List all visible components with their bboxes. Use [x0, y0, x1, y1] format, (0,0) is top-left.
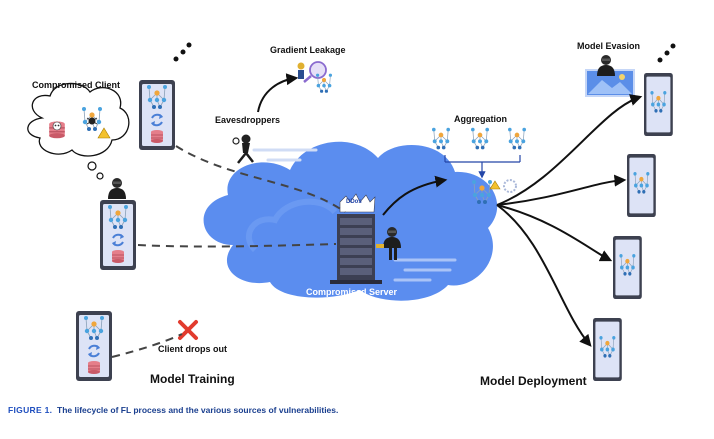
thought-cloud [27, 82, 130, 180]
solid-arrows [257, 73, 643, 347]
neural-net-icon-agg-2 [470, 127, 490, 150]
gradient-leakage-label: Gradient Leakage [270, 45, 346, 55]
phone-icon-deploy-3 [613, 236, 642, 299]
eavesdroppers-label: Eavesdroppers [215, 115, 281, 125]
aggregation-bracket [444, 155, 521, 179]
neural-net-icon-agg-1 [431, 127, 451, 150]
phone-icon-deploy-1 [644, 73, 673, 136]
x-mark-icon [178, 320, 198, 340]
model-training-label: Model Training [150, 372, 235, 386]
compromised-server-label: Compromised Server [306, 287, 398, 297]
figure-caption-text: The lifecycle of FL process and the vari… [57, 405, 339, 415]
aggregation-label: Aggregation [454, 114, 507, 124]
neural-net-icon-agg-3 [507, 127, 527, 150]
ellipsis-dots-right [657, 43, 676, 63]
hacker-icon-eavesdropper [232, 134, 254, 164]
figure-number: FIGURE 1. [8, 405, 53, 415]
phone-icon-deploy-4 [593, 318, 622, 381]
phone-icon-compromised-client [139, 80, 175, 150]
phone-icon-client-bottom [76, 311, 112, 381]
server-icon [330, 214, 382, 284]
ddos-burst-icon [339, 193, 376, 213]
magnifier-icon [303, 61, 327, 83]
server-hacker-icon [376, 227, 401, 260]
model-deployment-label: Model Deployment [480, 374, 587, 388]
client-drops-out-label: Client drops out [158, 344, 227, 354]
model-evasion-label: Model Evasion [577, 41, 641, 51]
warning-icon [97, 127, 111, 139]
bug-icon [86, 117, 98, 125]
compromised-client-label: Compromised Client [32, 80, 121, 90]
cloud-streaks [252, 148, 457, 282]
phone-icon-deploy-2 [627, 154, 656, 217]
ddos-label: DDos [346, 199, 362, 205]
ellipsis-dots-left [173, 42, 192, 62]
dashed-connections [111, 145, 346, 358]
hacker-icon-evasion [597, 55, 615, 76]
hacker-icon-gradient [297, 62, 305, 79]
gear-icon [503, 179, 517, 193]
hacker-icon-client [108, 178, 126, 199]
figure-caption: FIGURE 1. The lifecycle of FL process an… [8, 405, 338, 415]
phone-icon-client-middle [100, 200, 136, 270]
warning-icon-aggregation [489, 180, 501, 190]
skull-icon [52, 121, 62, 131]
